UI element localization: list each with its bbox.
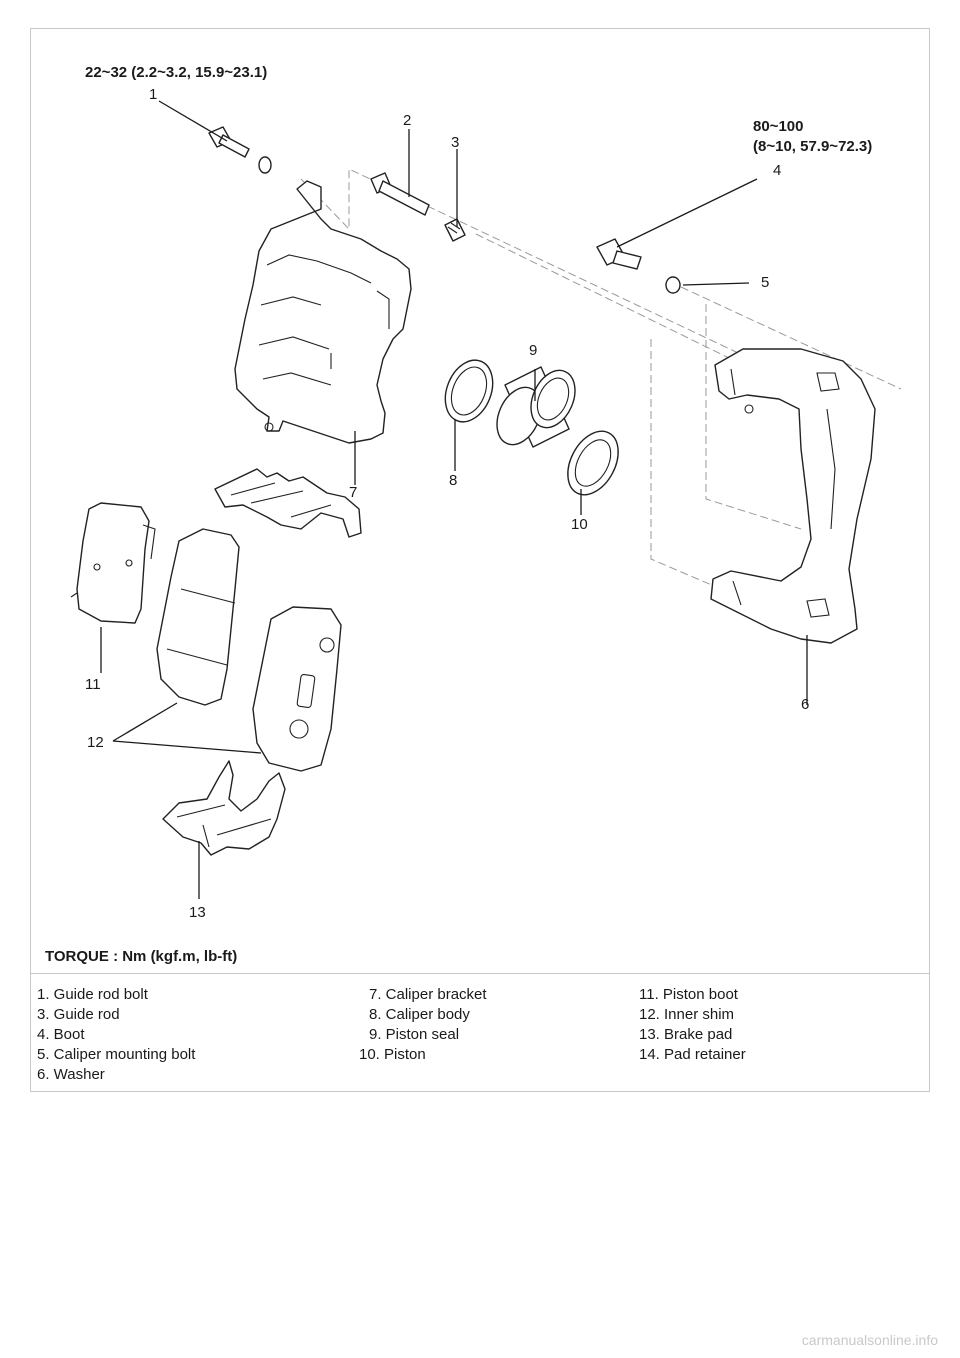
callout-10: 10 [571, 516, 588, 533]
legend-column-2: 7. Caliper bracket 8. Caliper body 9. Pi… [359, 985, 487, 1065]
callout-2: 2 [403, 112, 411, 129]
callout-5: 5 [761, 274, 769, 291]
watermark-text: carmanualsonline.info [801, 1332, 938, 1348]
piston-seal-part [444, 359, 494, 423]
piston-boot-part [567, 430, 619, 496]
callout-1: 1 [149, 86, 157, 103]
torque-units-label: TORQUE : Nm (kgf.m, lb-ft) [45, 948, 237, 965]
parts-legend: 1. Guide rod bolt 3. Guide rod 4. Boot 5… [31, 973, 929, 1091]
alignment-lines [300, 168, 902, 590]
exploded-view-panel: 22~32 (2.2~3.2, 15.9~23.1) 80~100 (8~10,… [31, 29, 929, 974]
legend-item: 3. Guide rod [37, 1006, 120, 1023]
callout-9: 9 [529, 342, 537, 359]
guide-rod-part [370, 172, 430, 216]
legend-column-3: 11. Piston boot 12. Inner shim 13. Brake… [639, 985, 746, 1065]
torque-spec-mount-bolt-line1: 80~100 [753, 118, 803, 135]
boot-part [444, 218, 466, 242]
legend-item: 13. Brake pad [639, 1026, 733, 1043]
callout-11: 11 [85, 676, 101, 693]
legend-item: 11. Piston boot [639, 986, 738, 1003]
legend-item: 4. Boot [37, 1026, 85, 1043]
callout-4: 4 [773, 162, 781, 179]
legend-item: 9. Piston seal [369, 1026, 460, 1043]
callout-12: 12 [87, 734, 104, 751]
brake-pad-left-part [156, 528, 240, 706]
pad-retainer-top-part [214, 468, 362, 538]
legend-item: 6. Washer [37, 1066, 105, 1083]
caliper-mounting-bolt-part [596, 238, 681, 294]
torque-spec-guide-bolt: 22~32 (2.2~3.2, 15.9~23.1) [85, 64, 267, 81]
callout-6: 6 [801, 696, 809, 713]
caliper-exploded-diagram: 22~32 (2.2~3.2, 15.9~23.1) 80~100 (8~10,… [45, 64, 902, 965]
leader-lines [100, 100, 808, 899]
callout-7: 7 [349, 484, 357, 501]
torque-spec-mount-bolt-line2: (8~10, 57.9~72.3) [753, 138, 872, 155]
guide-rod-bolt-part [208, 126, 272, 174]
brake-pad-right-part [252, 606, 342, 772]
callout-3: 3 [451, 134, 459, 151]
caliper-bracket-part [710, 348, 876, 644]
legend-item: 14. Pad retainer [639, 1046, 746, 1063]
legend-item: 10. Piston [359, 1046, 426, 1063]
diagram-frame: 22~32 (2.2~3.2, 15.9~23.1) 80~100 (8~10,… [30, 28, 930, 1092]
legend-item: 8. Caliper body [369, 1006, 470, 1023]
legend-item: 5. Caliper mounting bolt [37, 1046, 196, 1063]
legend-column-1: 1. Guide rod bolt 3. Guide rod 4. Boot 5… [37, 985, 195, 1085]
piston-part [496, 366, 576, 448]
pad-retainer-bottom-part [162, 760, 286, 856]
callout-8: 8 [449, 472, 457, 489]
caliper-body-part [234, 180, 412, 444]
callout-13: 13 [189, 904, 206, 921]
legend-item: 12. Inner shim [639, 1006, 735, 1023]
outer-shim-part [70, 502, 156, 624]
legend-item: 7. Caliper bracket [369, 986, 487, 1003]
legend-item: 1. Guide rod bolt [37, 986, 148, 1003]
